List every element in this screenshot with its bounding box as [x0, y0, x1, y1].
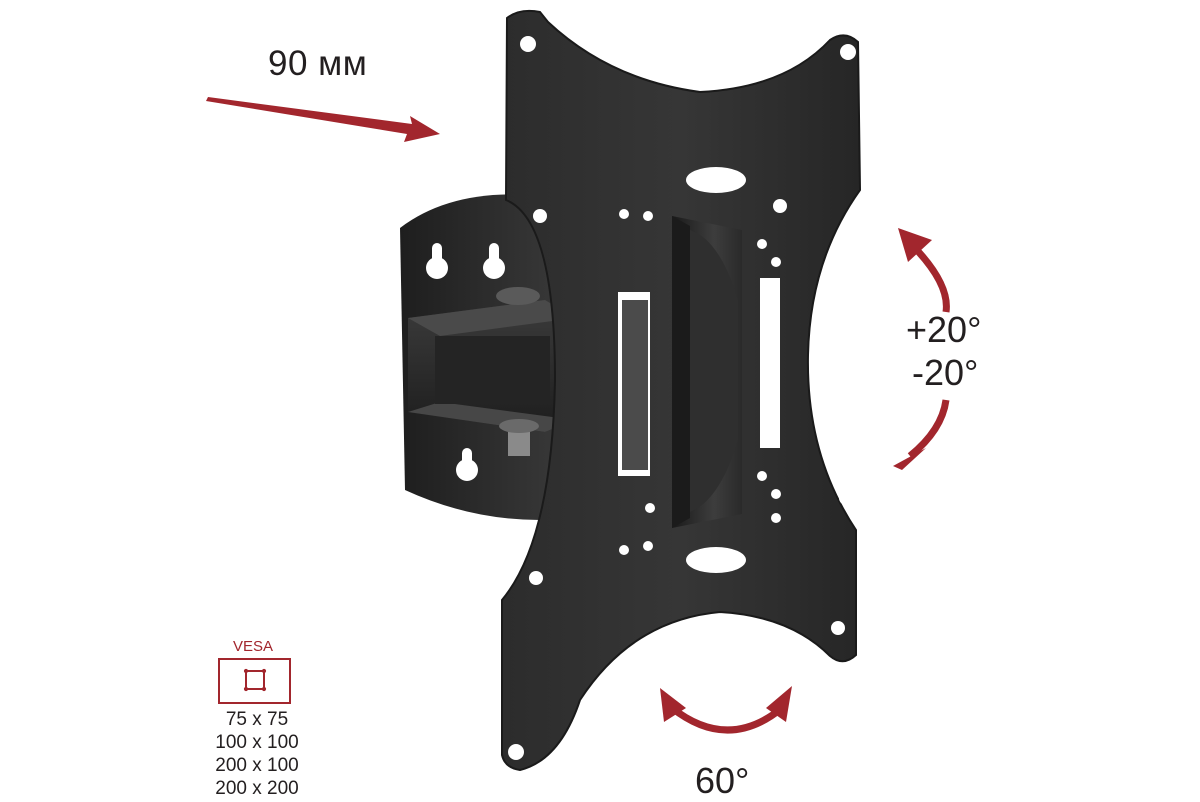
tilt-arrow [907, 245, 950, 459]
swivel-arrow [669, 705, 785, 734]
vesa-size-item: 200 x 200 [215, 778, 299, 799]
tilt-up-label: +20° [906, 309, 982, 350]
swivel-arrowheads [660, 686, 792, 722]
swivel-label: 60° [695, 760, 750, 801]
tv-mount-plate [501, 9, 862, 772]
depth-arrow [206, 97, 440, 142]
tilt-arrowheads [893, 228, 932, 470]
vesa-size-item: 100 x 100 [215, 732, 299, 753]
vesa-size-list: 75 x 75 100 x 100 200 x 100 200 x 200 [205, 708, 309, 800]
vesa-size-item: 200 x 100 [215, 755, 299, 776]
tilt-down-label: -20° [912, 352, 979, 393]
vesa-title: VESA [233, 638, 274, 655]
vesa-size-item: 75 x 75 [225, 709, 289, 730]
wall-bracket [400, 194, 575, 520]
vesa-pattern-icon [218, 658, 291, 704]
depth-label: 90 мм [268, 44, 368, 83]
